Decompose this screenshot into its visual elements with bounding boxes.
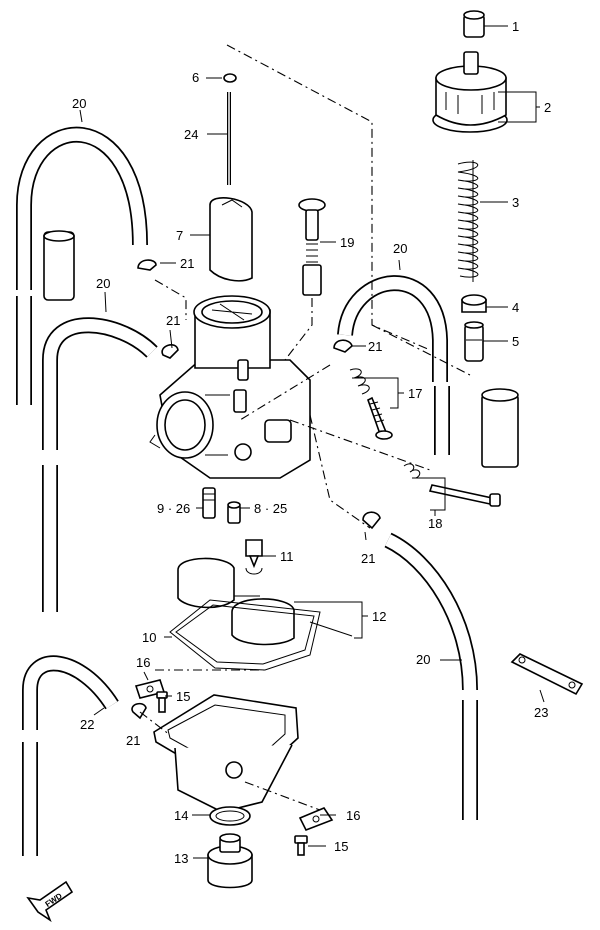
callout-21-a: 21 <box>180 256 194 271</box>
callout-24: 24 <box>184 127 198 142</box>
screw-15-lower <box>294 835 308 856</box>
callout-2: 2 <box>544 100 551 115</box>
bracket-16-lower <box>298 807 334 832</box>
callout-20-a: 20 <box>72 96 86 111</box>
callout-19: 19 <box>340 235 354 250</box>
hose-20-top-left <box>16 126 148 405</box>
main-jet-9 <box>202 487 216 519</box>
callout-3: 3 <box>512 195 519 210</box>
callout-20-b: 20 <box>96 276 110 291</box>
clamp-21-c <box>333 339 353 353</box>
rubber-cap-7 <box>209 197 253 282</box>
callout-8-25: 8 · 25 <box>254 501 287 516</box>
clamp-21-d <box>362 511 381 530</box>
callout-16-lower: 16 <box>346 808 360 823</box>
float-12 <box>177 557 353 646</box>
callout-11: 11 <box>280 549 294 564</box>
gasket-10 <box>169 599 321 671</box>
callout-9-26: 9 · 26 <box>157 501 190 516</box>
callout-13: 13 <box>174 851 188 866</box>
carburetor-body <box>149 295 311 479</box>
callout-21-d: 21 <box>361 551 375 566</box>
callout-5: 5 <box>512 334 519 349</box>
adjust-screw-19 <box>298 198 326 296</box>
hose-22 <box>22 655 119 856</box>
fwd-arrow-icon: FWD <box>26 880 74 923</box>
float-valve-11 <box>245 539 263 575</box>
o-ring-14 <box>209 806 251 826</box>
callout-labels: 1 2 3 4 5 6 7 8 · 25 9 · 26 10 11 12 13 … <box>72 19 551 866</box>
clip-6 <box>223 73 237 83</box>
clamp-21-a <box>137 259 157 271</box>
callout-7: 7 <box>176 228 183 243</box>
cap-1 <box>463 10 485 38</box>
callout-15-upper: 15 <box>176 689 190 704</box>
air-screw-18 <box>403 463 501 507</box>
leader-lines <box>79 25 545 859</box>
hose-20-center <box>337 275 450 455</box>
callout-12: 12 <box>372 609 386 624</box>
callout-20-c: 20 <box>393 241 407 256</box>
plate-23 <box>510 653 584 696</box>
callout-15-lower: 15 <box>334 839 348 854</box>
pilot-screw-17 <box>349 368 393 440</box>
callout-20-d: 20 <box>416 652 430 667</box>
pilot-jet-8 <box>227 501 241 524</box>
hose-20-mid-left <box>42 317 158 612</box>
callout-4: 4 <box>512 300 519 315</box>
throttle-valve-5 <box>464 321 484 362</box>
callout-10: 10 <box>142 630 156 645</box>
alignment-lines <box>139 44 471 811</box>
callout-21-c: 21 <box>368 339 382 354</box>
callout-6: 6 <box>192 70 199 85</box>
spring-3 <box>457 160 479 282</box>
callout-16-upper: 16 <box>136 655 150 670</box>
callout-14: 14 <box>174 808 188 823</box>
screw-15-upper <box>156 691 168 713</box>
clamp-21-b <box>161 344 179 359</box>
cylinder-part <box>481 388 519 468</box>
callout-22: 22 <box>80 717 94 732</box>
float-bowl <box>153 694 299 813</box>
clamp-21-e <box>131 702 147 720</box>
hose-20-right <box>384 532 478 820</box>
callout-17: 17 <box>408 386 422 401</box>
callout-21-e: 21 <box>126 733 140 748</box>
callout-1: 1 <box>512 19 519 34</box>
drain-plug-13 <box>207 833 253 889</box>
retainer-4 <box>461 294 487 313</box>
callout-23: 23 <box>534 705 548 720</box>
carb-top-2 <box>432 51 508 133</box>
callout-21-b: 21 <box>166 313 180 328</box>
callout-18: 18 <box>428 516 442 531</box>
